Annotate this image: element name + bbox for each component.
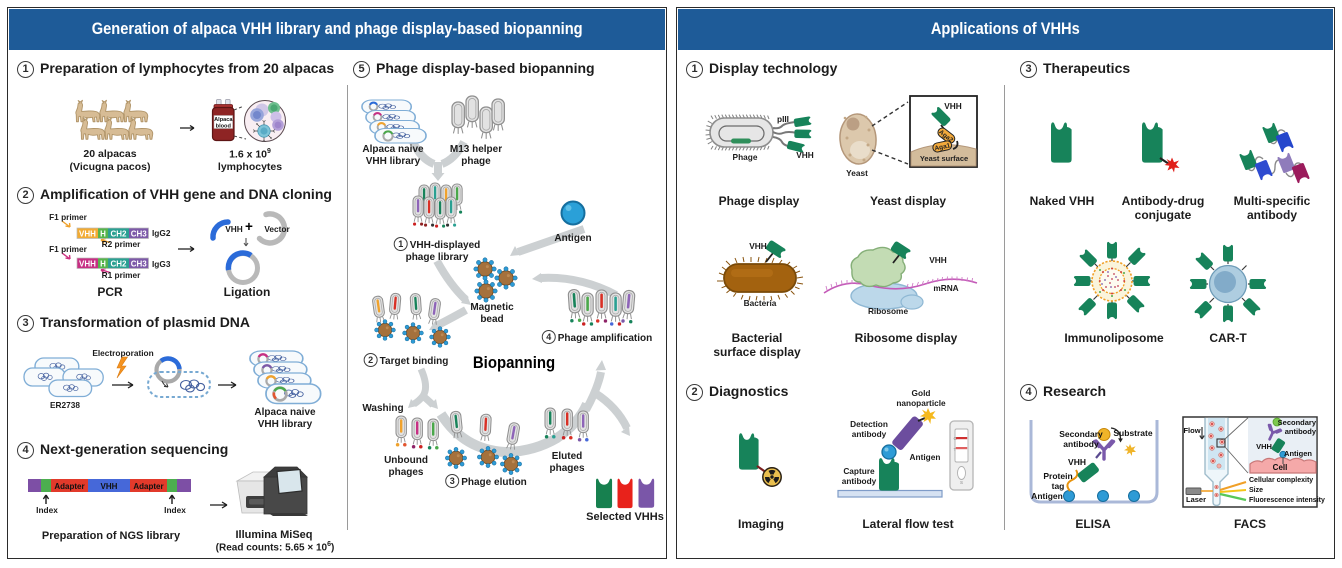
svg-text:VHH: VHH — [101, 482, 118, 491]
svg-text:Adapter: Adapter — [54, 482, 84, 491]
svg-text:Aga1: Aga1 — [934, 142, 951, 152]
svg-text:S: S — [960, 480, 963, 485]
svg-text:CH3: CH3 — [131, 229, 148, 238]
svg-text:H: H — [100, 259, 106, 268]
svg-text:VHH: VHH — [79, 259, 96, 268]
svg-text:CH2: CH2 — [110, 259, 127, 268]
svg-text:VHH: VHH — [79, 229, 96, 238]
svg-text:C: C — [954, 436, 958, 441]
svg-text:CH2: CH2 — [110, 229, 127, 238]
svg-text:Yeast surface: Yeast surface — [920, 154, 968, 163]
svg-text:blood: blood — [216, 123, 232, 129]
svg-text:Adapter: Adapter — [133, 482, 163, 491]
svg-text:CH3: CH3 — [131, 259, 148, 268]
svg-text:T: T — [954, 447, 957, 452]
svg-text:H: H — [100, 229, 106, 238]
svg-text:Alpaca: Alpaca — [214, 117, 233, 123]
